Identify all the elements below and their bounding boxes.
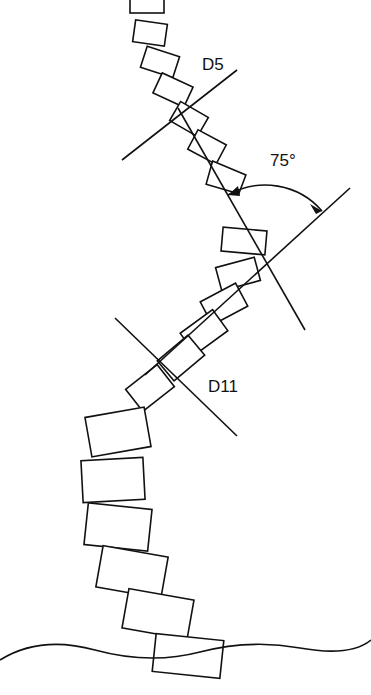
pelvis-line	[0, 640, 371, 660]
angle-arrowheads	[228, 186, 322, 214]
cobb-lines	[115, 70, 350, 436]
vertebra-label: D5	[200, 56, 226, 75]
angle-label: 75°	[268, 152, 298, 171]
vertebrae	[81, 0, 267, 678]
vertebra-label: D11	[206, 378, 240, 397]
